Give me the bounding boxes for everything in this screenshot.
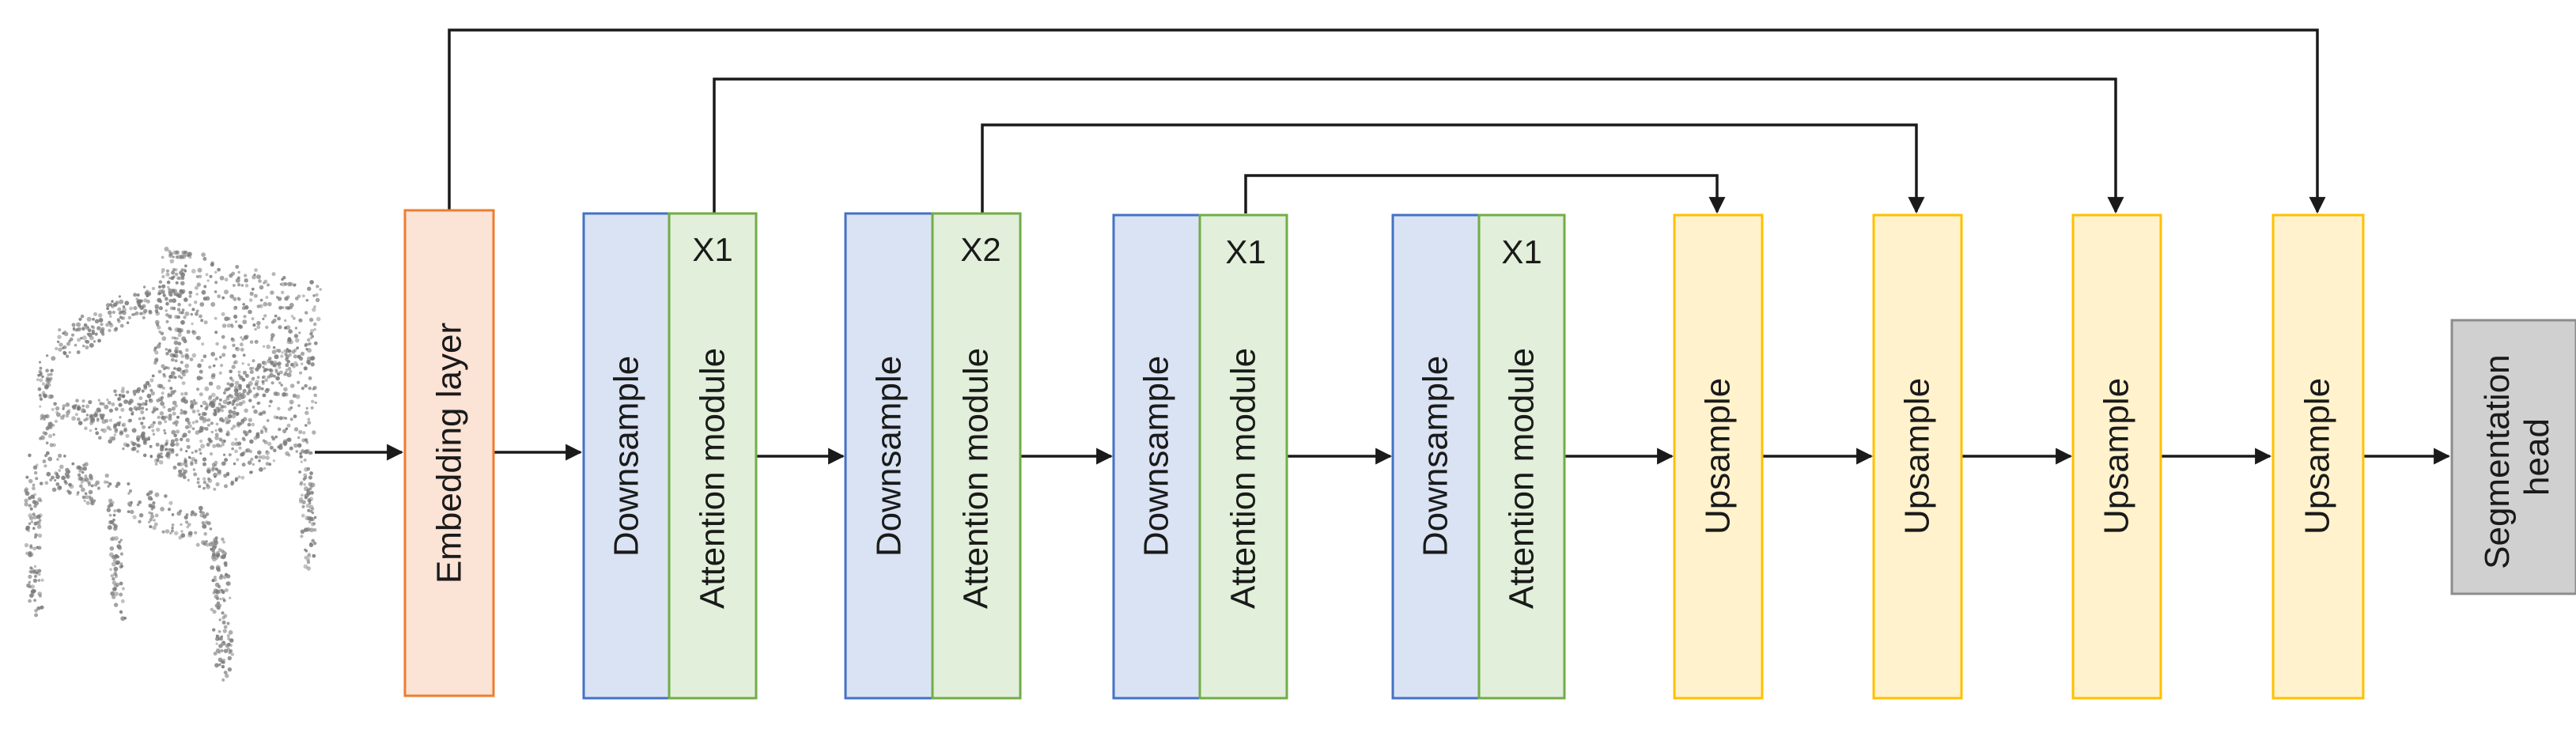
- repeat-count-label: X2: [960, 231, 1001, 268]
- attention-module-block: [1477, 213, 1566, 700]
- forward-arrows: [315, 444, 2451, 465]
- upsample-label: Upsample: [1699, 378, 1738, 534]
- repeat-count-label: X1: [1501, 233, 1541, 270]
- attention-module-label: Attention module: [694, 348, 732, 609]
- upsample-block-1: Upsample: [1673, 213, 1764, 700]
- downsample-label: Downsample: [870, 356, 909, 557]
- encoder-stage-4: Downsample Attention module X1: [1391, 213, 1566, 700]
- skip-connection-stage-3-to-upsample-1: [1244, 174, 1726, 214]
- upsample-label: Upsample: [1898, 378, 1937, 534]
- segmentation-head-block: Segmentation head: [2450, 319, 2576, 595]
- encoder-stage-2: Downsample Attention module X2: [844, 212, 1022, 700]
- upsample-label: Upsample: [2097, 378, 2136, 534]
- attention-module-label: Attention module: [1224, 348, 1263, 609]
- segmentation-head-label: Segmentation head: [2478, 345, 2556, 569]
- downsample-block: [1391, 213, 1481, 700]
- downsample-block: [582, 212, 671, 700]
- upsample-block-4: Upsample: [2271, 213, 2365, 700]
- skip-connection-stage-2-to-upsample-2: [981, 123, 1925, 214]
- encoder-stage-1: Downsample Attention module X1: [582, 212, 758, 700]
- encoder-stage-3: Downsample Attention module X1: [1112, 213, 1288, 700]
- segmentation-head-line-1: Segmentation: [2478, 354, 2517, 569]
- embedding-layer-block: Embedding layer: [403, 209, 495, 697]
- attention-module-block: [931, 212, 1022, 700]
- skip-connection-stage-1-to-upsample-3: [713, 77, 2124, 214]
- upsample-label: Upsample: [2298, 378, 2337, 534]
- downsample-label: Downsample: [1137, 356, 1176, 557]
- downsample-label: Downsample: [1417, 356, 1455, 557]
- attention-module-label: Attention module: [1503, 348, 1541, 609]
- point-cloud-chair-icon: [24, 247, 323, 682]
- attention-module-block: [1198, 213, 1288, 700]
- skip-connections: [448, 28, 2326, 214]
- repeat-count-label: X1: [1225, 233, 1265, 270]
- upsample-block-2: Upsample: [1872, 213, 1963, 700]
- downsample-label: Downsample: [607, 356, 646, 557]
- upsample-block-3: Upsample: [2071, 213, 2162, 700]
- repeat-count-label: X1: [692, 231, 732, 268]
- skip-connection-embedding-to-upsample-4: [448, 28, 2326, 214]
- segmentation-head-line-2: head: [2517, 418, 2556, 496]
- downsample-block: [1112, 213, 1201, 700]
- attention-module-block: [668, 212, 758, 700]
- downsample-block: [844, 212, 934, 700]
- embedding-layer-label: Embedding layer: [430, 323, 469, 584]
- attention-module-label: Attention module: [957, 348, 996, 609]
